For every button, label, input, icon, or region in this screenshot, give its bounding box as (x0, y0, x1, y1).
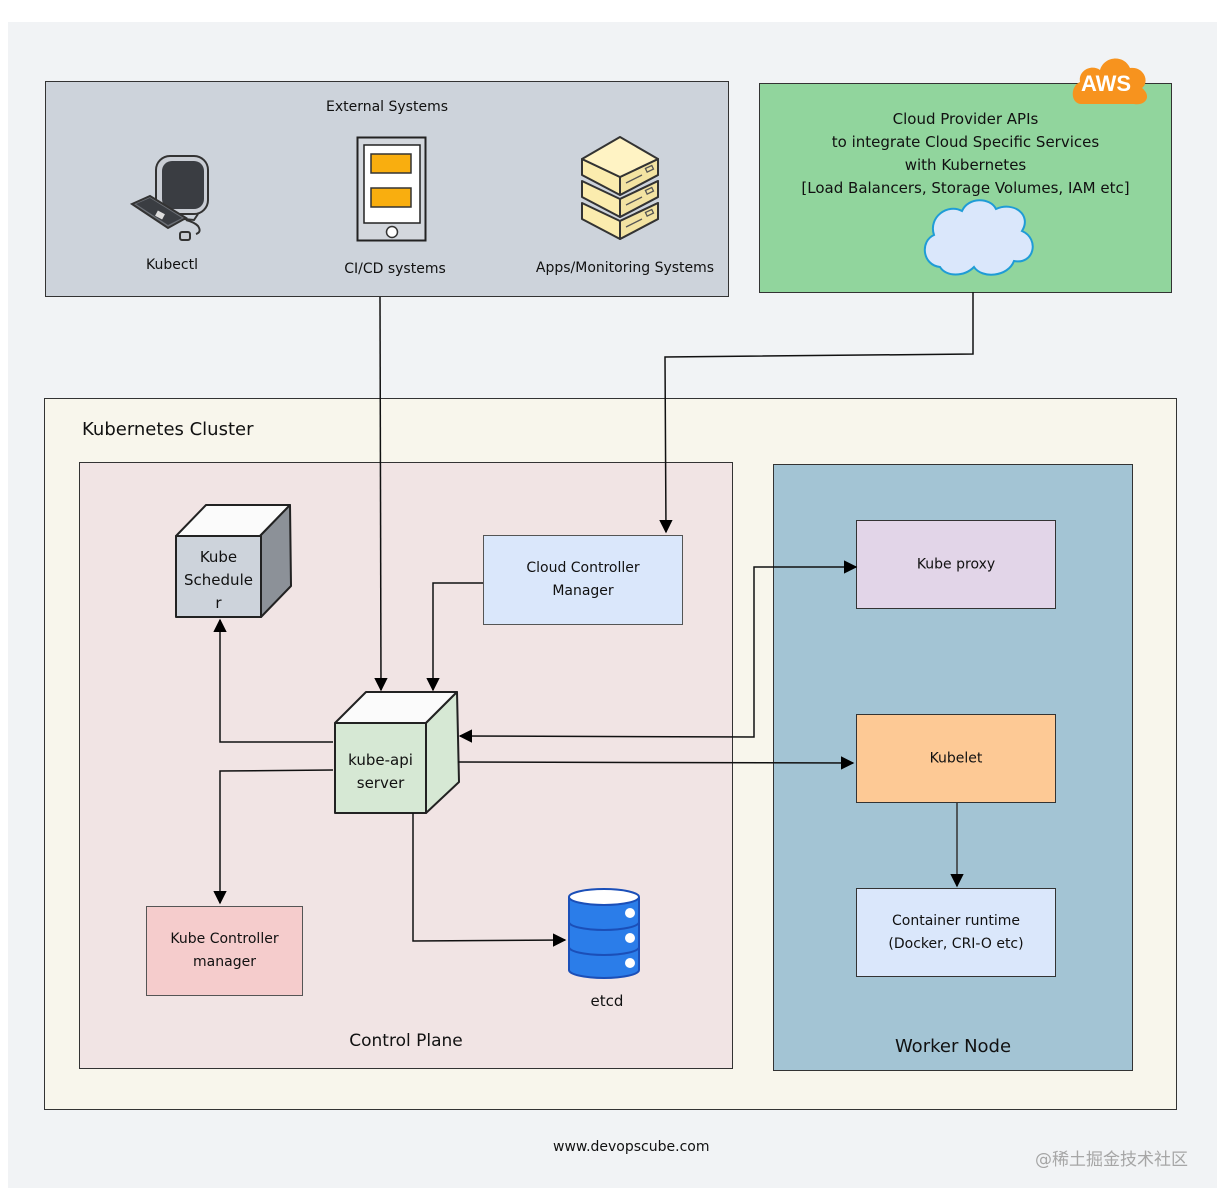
cloud-provider-description: Cloud Provider APIs to integrate Cloud S… (801, 110, 1130, 197)
apps-monitoring-label: Apps/Monitoring Systems (535, 260, 715, 276)
footer-website: www.devopscube.com (553, 1139, 710, 1155)
worker-node-title: Worker Node (894, 1036, 1012, 1057)
etcd-label: etcd (590, 992, 624, 1010)
container-runtime-box[interactable]: Container runtime (Docker, CRI-O etc) (856, 888, 1056, 977)
container-runtime-label: Container runtime (Docker, CRI-O etc) (888, 912, 1024, 952)
kubelet-box[interactable]: Kubelet (856, 714, 1056, 803)
kube-scheduler-label: Kube Schedule r (184, 548, 253, 612)
control-plane-title: Control Plane (349, 1031, 463, 1051)
kube-api-server-label: kube-api server (348, 751, 413, 792)
aws-badge-icon (1072, 58, 1148, 105)
kubelet-label: Kubelet (929, 750, 983, 766)
cloud-controller-manager-label: Cloud Controller Manager (526, 560, 640, 599)
cluster-title: Kubernetes Cluster (82, 419, 254, 440)
cloud-controller-manager-box[interactable]: Cloud Controller Manager (483, 535, 683, 625)
external-systems-title: External Systems (325, 99, 449, 115)
cloud-icon (924, 199, 1034, 276)
kube-controller-manager-label: Kube Controller manager (170, 931, 279, 970)
kubectl-label: Kubectl (146, 257, 198, 273)
tablet-icon (356, 136, 427, 242)
kube-proxy-box[interactable]: Kube proxy (856, 520, 1056, 609)
cicd-label: CI/CD systems (344, 261, 446, 277)
kube-controller-manager-box[interactable]: Kube Controller manager (146, 906, 303, 996)
server-stack-icon (581, 136, 659, 240)
watermark: @稀土掘金技术社区 (1035, 1150, 1188, 1170)
computer-icon (129, 155, 209, 241)
aws-badge: AWS (1080, 71, 1132, 96)
kube-proxy-label: Kube proxy (916, 556, 996, 572)
